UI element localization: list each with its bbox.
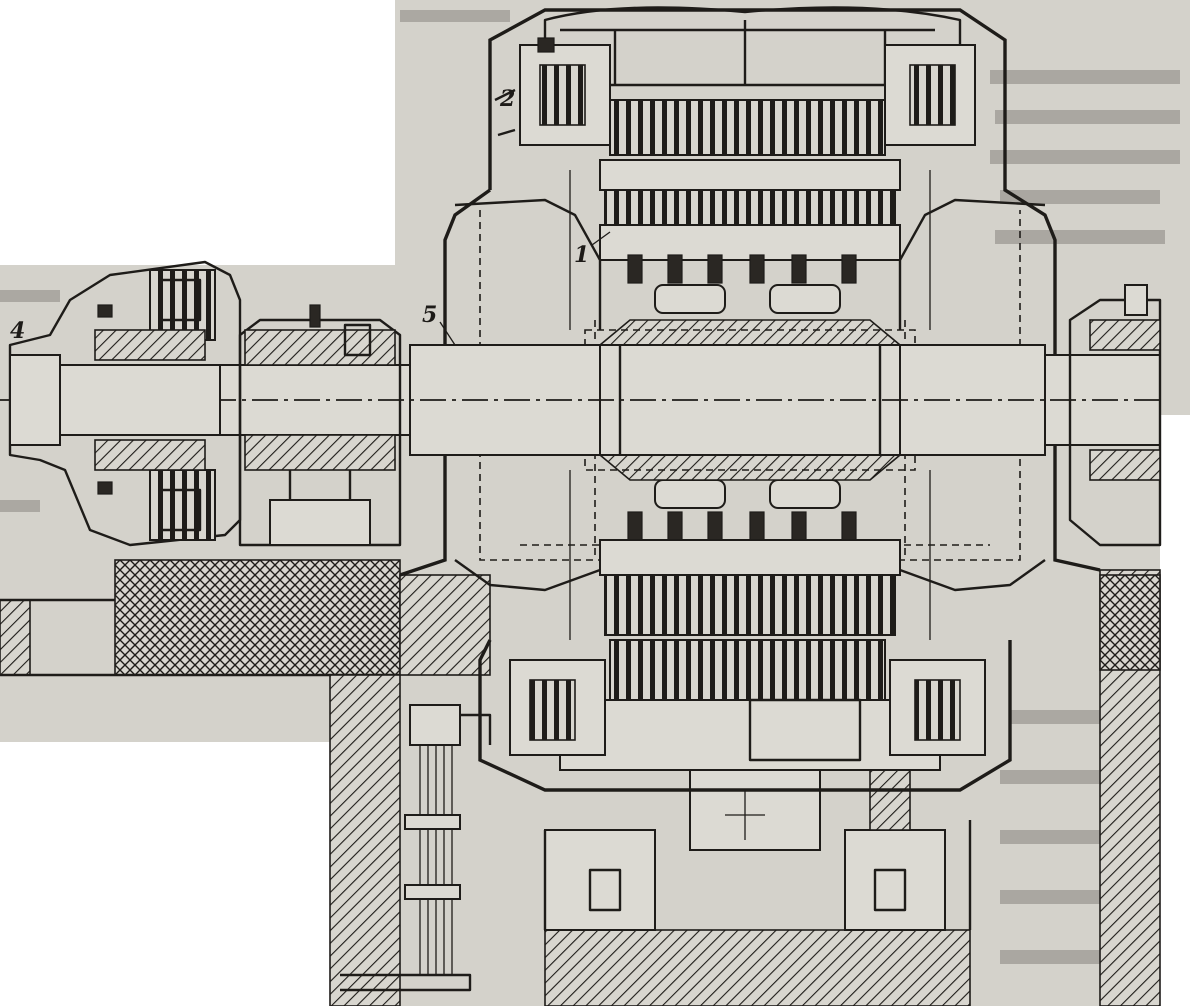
main-shaft: [0, 344, 1165, 456]
callout-1: 1: [574, 242, 589, 268]
right-pedestal-base: [1099, 574, 1161, 671]
bottom-slab: [544, 929, 971, 1006]
left-floor-section: [0, 599, 31, 676]
foundation: [0, 559, 1161, 1006]
callout-2: 2: [499, 86, 515, 112]
right-end-bearing: [1068, 284, 1162, 547]
callout-5: 5: [422, 302, 437, 328]
callout-leaders: [439, 231, 611, 346]
upper-bolts: [627, 254, 857, 284]
brush-gear-top: [494, 37, 976, 146]
rotor-pole-top: [597, 319, 903, 346]
pit-wall-left: [329, 674, 401, 1006]
step-block: [399, 574, 491, 676]
upper-winding-stack: [599, 99, 901, 314]
lower-winding-stack: [559, 479, 941, 771]
rotor-pole-bottom: [597, 454, 903, 481]
end-shields: [454, 170, 1046, 640]
exciter-assembly: [8, 260, 242, 547]
left-pedestal-base: [114, 559, 401, 676]
cable-leads: [340, 704, 492, 992]
bearing-housing: [238, 304, 402, 547]
brush-gear-bottom: [509, 659, 986, 756]
callout-4: 4: [10, 318, 25, 344]
